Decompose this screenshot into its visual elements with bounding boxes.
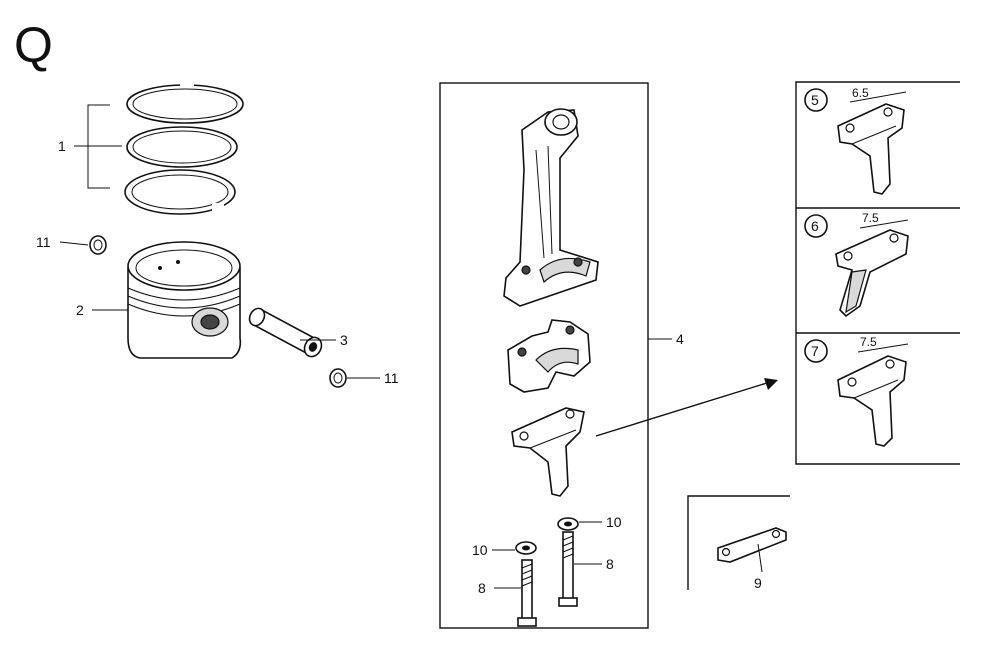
rod-cap (507, 319, 591, 393)
callout-7: 7 (811, 343, 819, 359)
bolt-right (558, 531, 578, 607)
callout-11-right: 11 (384, 370, 399, 386)
section-letter: Q (14, 17, 53, 73)
dipper-variant-5: 5 6.5 (804, 86, 907, 195)
callout-8-right: 8 (606, 556, 614, 572)
callout-6: 6 (811, 218, 819, 234)
piston-rings (124, 82, 244, 215)
plate-leader (757, 543, 763, 573)
clip-left-leader (59, 241, 89, 246)
callout-10-left: 10 (472, 542, 488, 558)
rod-assembly-frame (439, 82, 649, 629)
plate-frame (687, 495, 790, 590)
dipper-variant-7: 7 7.5 (804, 335, 909, 447)
callout-2: 2 (76, 302, 84, 318)
dipper-variants-panel (795, 81, 960, 465)
connecting-rod (503, 108, 599, 307)
piston-pin (248, 307, 323, 358)
callout-4: 4 (676, 331, 684, 347)
dimension-6: 7.5 (862, 211, 879, 225)
dipper-variant-arrow (595, 378, 778, 437)
callout-3: 3 (340, 332, 348, 348)
washer-right (557, 517, 579, 531)
dimension-7: 7.5 (860, 335, 877, 349)
dipper-variant-6: 6 7.5 (804, 211, 909, 318)
callout-9: 9 (754, 575, 762, 591)
callout-5: 5 (811, 92, 819, 108)
dimension-5: 6.5 (852, 86, 869, 100)
bolt-left (517, 559, 537, 627)
clip-right (329, 368, 347, 388)
callout-10-right: 10 (606, 514, 622, 530)
washer-left (515, 541, 537, 555)
plate (717, 527, 787, 563)
dipper (511, 407, 585, 497)
clip-left (89, 235, 107, 255)
callout-11-left: 11 (36, 234, 51, 250)
piston (127, 241, 242, 359)
callout-1: 1 (58, 138, 66, 154)
callout-8-left: 8 (478, 580, 486, 596)
